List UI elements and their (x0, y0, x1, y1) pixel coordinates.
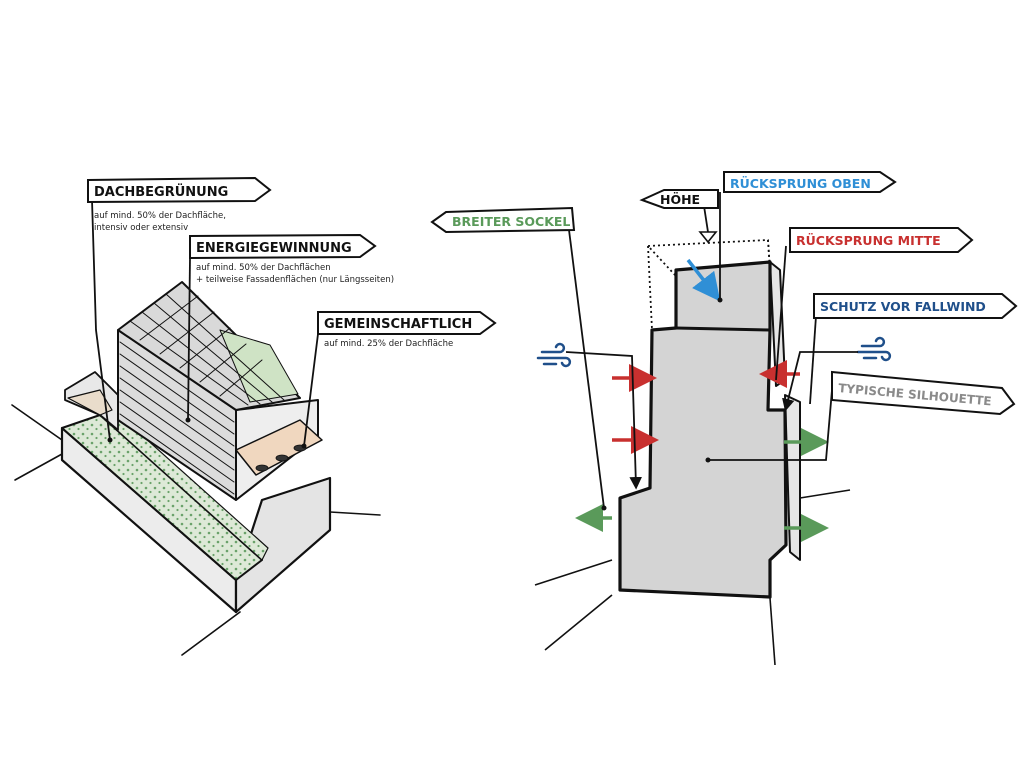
label-title: HÖHE (660, 192, 700, 207)
building-silhouette (618, 260, 788, 599)
leader-gemeinschaftlich (303, 333, 319, 447)
label-flag (189, 233, 377, 260)
label-desc-1: auf mind. 50% der Dachflächen (196, 263, 331, 273)
leader-ruecksprung-mitte (775, 245, 787, 381)
label-desc-1: auf mind. 25% der Dachfläche (324, 339, 453, 349)
label-flag (317, 311, 497, 335)
ground-line (534, 559, 613, 586)
label-energiegewinnung: ENERGIEGEWINNUNG auf mind. 50% der Dachf… (189, 233, 394, 285)
label-title: BREITER SOCKEL (452, 214, 570, 229)
label-title: SCHUTZ VOR FALLWIND (820, 299, 986, 314)
left-building (11, 281, 381, 656)
label-flag (639, 189, 719, 209)
label-flag (789, 227, 974, 253)
leader-energiegewinnung (187, 257, 191, 421)
facade-pv-bands (119, 341, 235, 495)
leader-breiter-sockel (567, 221, 605, 509)
label-hoehe: HÖHE (639, 189, 719, 209)
label-flag (723, 171, 897, 193)
leader-dot (107, 437, 113, 443)
leader-wind-right (782, 351, 858, 412)
leader-schutz (809, 315, 817, 405)
right-building (534, 239, 851, 666)
ground-line (181, 611, 241, 656)
label-ruecksprung-oben: RÜCKSPRUNG OBEN (723, 171, 897, 193)
roof-pv-grid (129, 293, 285, 406)
wind-icon (856, 336, 892, 362)
wind-arrow-blue (686, 258, 721, 302)
label-gemeinschaftlich: GEMEINSCHAFTLICH auf mind. 25% der Dachf… (317, 311, 497, 349)
leader-dachbegruenung (91, 199, 111, 441)
leader-silhouette (708, 389, 833, 461)
ground-line (769, 597, 776, 666)
label-title: RÜCKSPRUNG OBEN (730, 176, 871, 191)
label-flag (813, 293, 1018, 319)
label-desc-2: + teilweise Fassadenflächen (nur Längsse… (196, 275, 394, 285)
leader-wind-left (565, 351, 643, 490)
leader-dot (301, 443, 307, 449)
ground-line (329, 511, 381, 516)
ground-line (14, 453, 63, 481)
label-title: DACHBEGRÜNUNG (94, 184, 228, 200)
leader-dot (717, 297, 723, 303)
label-title: GEMEINSCHAFTLICH (324, 317, 472, 332)
right-leader-lines (565, 192, 858, 509)
leader-dot (601, 505, 607, 511)
ground-line (11, 404, 63, 441)
ground-line (544, 594, 613, 651)
height-envelope-edge (647, 245, 653, 331)
label-schutz-vor-fallwind: SCHUTZ VOR FALLWIND (813, 293, 1018, 319)
roof-terrace-furniture (255, 444, 307, 472)
label-desc-2: intensiv oder extensiv (94, 223, 188, 233)
label-title: RÜCKSPRUNG MITTE (796, 233, 941, 248)
wind-arrows (575, 258, 829, 542)
label-breiter-sockel: BREITER SOCKEL (430, 206, 576, 234)
top-volume-edge (675, 326, 771, 332)
leader-dot (185, 417, 191, 423)
side-face-lower (784, 394, 801, 561)
label-title: ENERGIEGEWINNUNG (196, 241, 352, 256)
rear-wing-roof (67, 389, 113, 416)
label-dachbegruenung: DACHBEGRÜNUNG auf mind. 50% der Dachfläc… (87, 176, 272, 233)
label-flag (430, 206, 576, 234)
leader-dot (705, 457, 711, 463)
base-right-face (234, 476, 332, 614)
label-ruecksprung-mitte: RÜCKSPRUNG MITTE (789, 227, 974, 253)
label-flag (87, 176, 272, 204)
hoehe-marker (698, 231, 718, 244)
label-desc-1: auf mind. 50% der Dachfläche, (94, 211, 226, 221)
label-typische-silhouette: TYPISCHE SILHOUETTE (831, 370, 1016, 416)
left-leader-lines (91, 199, 319, 447)
leader-hoehe (703, 205, 709, 233)
community-roof (235, 419, 323, 476)
label-flag (831, 370, 1016, 416)
wind-icon (536, 342, 572, 368)
roof-green-patch (219, 329, 299, 403)
ground-line (799, 489, 851, 499)
